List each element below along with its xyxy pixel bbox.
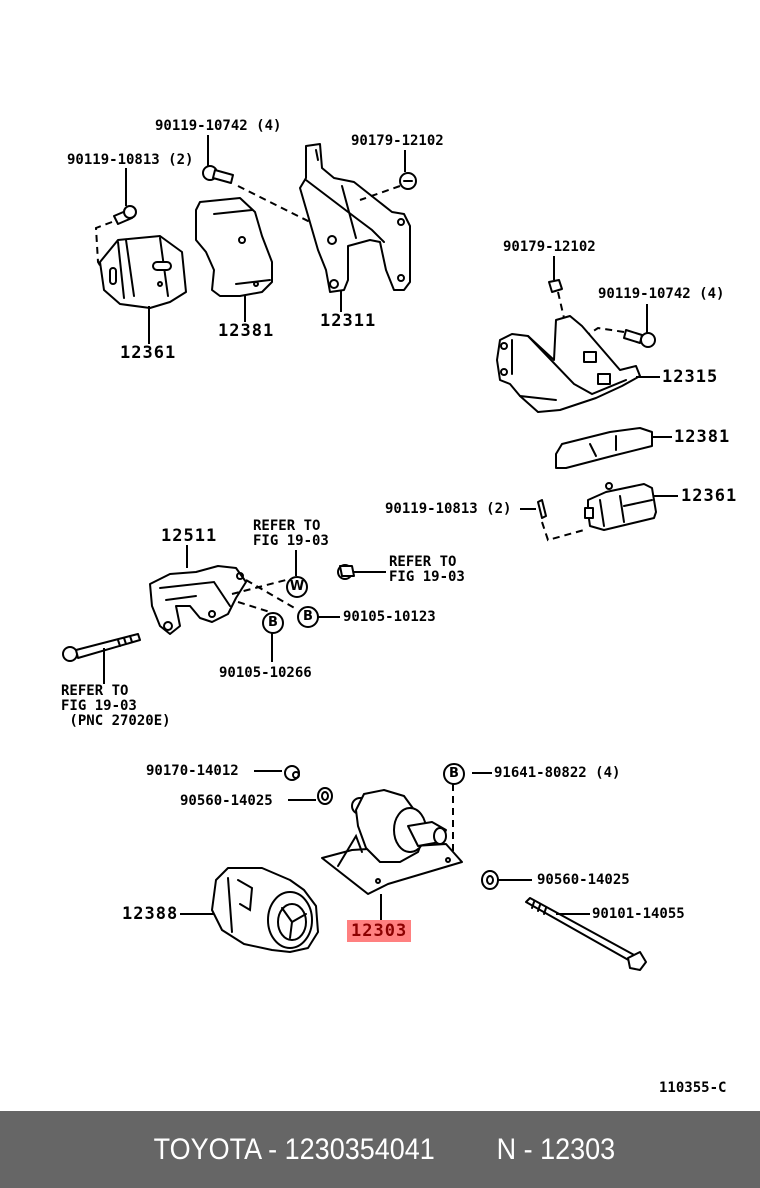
label-90560-14025-left[interactable]: 90560-14025: [180, 793, 273, 809]
nut-refer-fig-19-03-icon: [337, 564, 355, 580]
diagram-drawing: [62, 135, 678, 971]
label-12381-right[interactable]: 12381: [674, 427, 731, 447]
marker-b-90105-10266: B: [262, 612, 284, 634]
footer-part-number: TOYOTA - 1230354041: [153, 1132, 435, 1166]
washer-90560-14025-left-icon: [317, 787, 333, 805]
bolt-90119-10813-right-icon: [537, 499, 547, 519]
nut-90179-12102-right-icon: [548, 279, 563, 293]
marker-b-90105-10123: B: [297, 606, 319, 628]
bolt-90119-10742-right-icon: [623, 329, 656, 348]
bushing-12388-icon: [211, 867, 319, 953]
label-90101-14055[interactable]: 90101-14055: [592, 906, 685, 922]
label-12315[interactable]: 12315: [662, 367, 719, 387]
footer-reference: N - 12303: [496, 1132, 616, 1166]
label-90119-10742-top[interactable]: 90119-10742 (4): [155, 118, 282, 134]
label-90119-10813-right[interactable]: 90119-10813 (2): [385, 501, 512, 517]
engine-mount-12361-right-icon: [584, 482, 657, 531]
label-refer-fig-19-03-nut[interactable]: REFER TO FIG 19-03: [389, 554, 465, 585]
bolt-90119-10813-top-icon: [113, 205, 137, 225]
label-90179-12102-right[interactable]: 90179-12102: [503, 239, 596, 255]
label-90119-10813-top[interactable]: 90119-10813 (2): [67, 152, 194, 168]
label-91641-80822[interactable]: 91641-80822 (4): [494, 765, 621, 781]
label-12361-right[interactable]: 12361: [681, 486, 738, 506]
label-12303-highlighted[interactable]: 12303: [347, 920, 412, 942]
label-12381-top[interactable]: 12381: [218, 321, 275, 341]
bolt-90119-10742-top-icon: [202, 165, 234, 184]
nut-90179-12102-top-icon: [399, 172, 417, 190]
footer-bar: TOYOTA - 1230354041 N - 12303: [0, 1111, 760, 1188]
long-bolt-icon: [62, 633, 141, 662]
label-12311[interactable]: 12311: [320, 311, 377, 331]
marker-b-91641-80822: B: [443, 763, 465, 785]
label-refer-fig-19-03-w[interactable]: REFER TO FIG 19-03: [253, 518, 329, 549]
label-90105-10123[interactable]: 90105-10123: [343, 609, 436, 625]
bracket-12311-icon: [299, 143, 411, 293]
label-90170-14012[interactable]: 90170-14012: [146, 763, 239, 779]
engine-mount-12361-top-icon: [99, 235, 187, 309]
label-90119-10742-right[interactable]: 90119-10742 (4): [598, 286, 725, 302]
label-12511[interactable]: 12511: [161, 526, 218, 546]
marker-w: W: [286, 576, 308, 598]
bracket-12511-icon: [149, 565, 247, 635]
label-12361-top[interactable]: 12361: [120, 343, 177, 363]
label-90179-12102-top[interactable]: 90179-12102: [351, 133, 444, 149]
label-12388[interactable]: 12388: [122, 904, 179, 924]
label-refer-fig-19-03-bolt[interactable]: REFER TO FIG 19-03 (PNC 27020E): [61, 683, 171, 729]
cushion-12381-top-icon: [195, 197, 273, 297]
engine-mount-12303-icon: [321, 789, 463, 895]
cushion-12381-right-icon: [555, 427, 653, 469]
nut-90170-14012-icon: [284, 765, 300, 781]
bolt-90101-14055-icon: [525, 897, 647, 971]
parts-diagram: 90119-10742 (4) 90119-10813 (2) 90179-12…: [61, 118, 738, 1096]
label-90560-14025-right[interactable]: 90560-14025: [537, 872, 630, 888]
label-90105-10266[interactable]: 90105-10266: [219, 665, 312, 681]
washer-90560-14025-right-icon: [481, 870, 499, 890]
figure-code: 110355-C: [659, 1080, 727, 1096]
